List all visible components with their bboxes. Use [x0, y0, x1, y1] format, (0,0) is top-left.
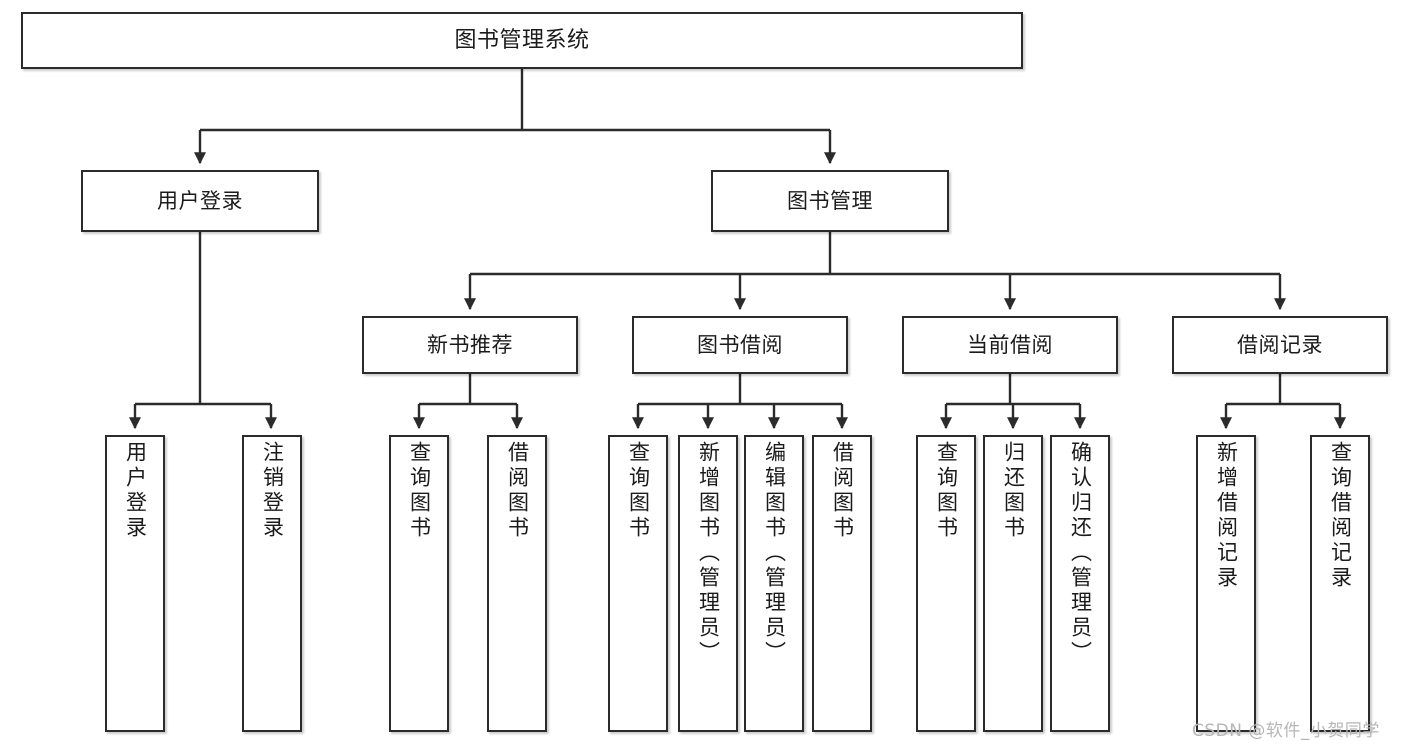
node-label: 图书借阅 [697, 332, 783, 357]
node-label: 注销登录 [260, 441, 285, 541]
node-label: 新增图书（管理员） [696, 441, 721, 666]
node-label: 借阅记录 [1237, 332, 1323, 357]
node-user-login[interactable]: 用户登录 [81, 170, 319, 232]
node-label: 新书推荐 [427, 332, 513, 357]
node-label: 新增借阅记录 [1214, 441, 1239, 591]
node-root-system[interactable]: 图书管理系统 [21, 12, 1023, 69]
node-label: 用户登录 [157, 188, 243, 213]
node-leaf-borrow-book-2[interactable]: 借阅图书 [812, 435, 872, 732]
node-leaf-logout[interactable]: 注销登录 [242, 435, 302, 732]
node-label: 查询图书 [407, 441, 432, 541]
csdn-watermark: CSDN @软件_小贺同学 [1192, 721, 1380, 741]
node-leaf-edit-book[interactable]: 编辑图书（管理员） [744, 435, 804, 732]
node-label: 借阅图书 [830, 441, 855, 541]
node-leaf-borrow-book-1[interactable]: 借阅图书 [487, 435, 547, 732]
node-borrow-record[interactable]: 借阅记录 [1172, 316, 1388, 374]
node-label: 查询图书 [934, 441, 959, 541]
node-leaf-return-book[interactable]: 归还图书 [983, 435, 1043, 732]
node-label: 借阅图书 [505, 441, 530, 541]
node-label: 归还图书 [1001, 441, 1026, 541]
node-leaf-query-record[interactable]: 查询借阅记录 [1310, 435, 1370, 732]
node-label: 图书管理 [787, 188, 873, 213]
node-label: 确认归还（管理员） [1068, 441, 1093, 666]
node-leaf-user-login[interactable]: 用户登录 [105, 435, 165, 732]
node-book-borrow[interactable]: 图书借阅 [632, 316, 848, 374]
node-leaf-query-book-3[interactable]: 查询图书 [916, 435, 976, 732]
node-leaf-confirm-return[interactable]: 确认归还（管理员） [1050, 435, 1110, 732]
node-current-borrow[interactable]: 当前借阅 [902, 316, 1118, 374]
node-label: 图书管理系统 [454, 27, 590, 53]
node-book-manage[interactable]: 图书管理 [711, 170, 949, 232]
node-label: 查询图书 [626, 441, 651, 541]
node-leaf-query-book-2[interactable]: 查询图书 [608, 435, 668, 732]
node-leaf-add-book[interactable]: 新增图书（管理员） [678, 435, 738, 732]
node-leaf-query-book-1[interactable]: 查询图书 [389, 435, 449, 732]
node-label: 当前借阅 [967, 332, 1053, 357]
node-new-book-rec[interactable]: 新书推荐 [362, 316, 578, 374]
node-label: 编辑图书（管理员） [762, 441, 787, 666]
node-leaf-add-record[interactable]: 新增借阅记录 [1196, 435, 1256, 732]
node-label: 用户登录 [123, 441, 148, 541]
node-label: 查询借阅记录 [1328, 441, 1353, 591]
